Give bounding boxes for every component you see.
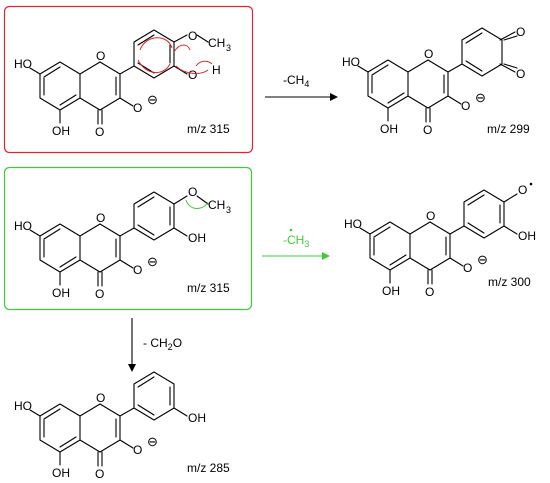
atom-label: OH bbox=[52, 286, 70, 300]
atom-label: O bbox=[96, 49, 105, 63]
red-box bbox=[3, 5, 254, 154]
green-box bbox=[3, 166, 253, 311]
atom-label: OH bbox=[188, 411, 206, 425]
mz-label: m/z 300 bbox=[488, 275, 531, 289]
product-structure-285: OH HO OH O O ⊖ O bbox=[14, 371, 206, 481]
charge-minus: ⊖ bbox=[147, 254, 158, 269]
mz-label: m/z 299 bbox=[487, 122, 530, 136]
atom-label: O bbox=[188, 29, 197, 43]
atom-label: OH bbox=[380, 122, 398, 136]
atom-label: HO bbox=[14, 219, 32, 233]
charge-minus: ⊖ bbox=[147, 92, 158, 107]
atom-label: O bbox=[461, 99, 470, 113]
radical-dot bbox=[289, 228, 293, 232]
product-structure-300: O OH HO OH O O ⊖ O bbox=[344, 182, 536, 299]
atom-label: 3 bbox=[226, 205, 231, 215]
atom-label: O bbox=[188, 68, 197, 82]
atom-label: O bbox=[133, 263, 142, 277]
atom-label: O bbox=[95, 125, 104, 139]
electron-arrow-green bbox=[185, 199, 209, 209]
atom-label: HO bbox=[14, 57, 32, 71]
reactant-structure-green: O CH 3 OH HO OH O O ⊖ O bbox=[14, 185, 231, 301]
atom-label: O bbox=[95, 287, 104, 301]
atom-label: H bbox=[212, 63, 221, 77]
atom-label: O bbox=[463, 261, 472, 275]
loss-label: - CH2O bbox=[143, 336, 182, 352]
atom-label: OH bbox=[188, 231, 206, 245]
mz-label: m/z 285 bbox=[187, 461, 230, 475]
atom-label: HO bbox=[344, 217, 362, 231]
atom-label: O bbox=[425, 285, 434, 299]
arrow-head bbox=[330, 93, 338, 101]
atom-label: OH bbox=[52, 124, 70, 138]
charge-minus: ⊖ bbox=[147, 434, 158, 449]
atom-label: OH bbox=[382, 284, 400, 298]
atom-label: OH bbox=[518, 229, 536, 243]
loss-label: -CH4 bbox=[283, 73, 309, 89]
atom-label: O bbox=[516, 25, 525, 39]
charge-minus: ⊖ bbox=[477, 252, 488, 267]
arrow-head bbox=[128, 364, 136, 372]
atom-label: O bbox=[424, 47, 433, 61]
reactant-structure-red: O CH 3 O H HO OH O O ⊖ O bbox=[14, 29, 231, 139]
mz-label: m/z 315 bbox=[187, 281, 230, 295]
atom-label: O bbox=[133, 101, 142, 115]
loss-label-green: -CH3 bbox=[283, 233, 309, 249]
atom-label: O bbox=[95, 467, 104, 481]
atom-label: CH bbox=[208, 36, 225, 50]
atom-label: O bbox=[133, 443, 142, 457]
atom-label: O bbox=[518, 183, 527, 197]
radical-dot bbox=[529, 182, 533, 186]
arrow-head bbox=[322, 252, 330, 260]
mz-label: m/z 315 bbox=[187, 122, 230, 136]
atom-label: O bbox=[423, 123, 432, 137]
atom-label: OH bbox=[52, 466, 70, 480]
product-structure-299: HO OH O O ⊖ O O O bbox=[342, 25, 525, 137]
electron-arrows bbox=[137, 37, 213, 74]
atom-label: O bbox=[516, 67, 525, 81]
atom-label: O bbox=[96, 211, 105, 225]
atom-label: O bbox=[426, 209, 435, 223]
atom-label: HO bbox=[342, 55, 360, 69]
atom-label: HO bbox=[14, 399, 32, 413]
atom-label: O bbox=[188, 185, 197, 199]
atom-label: 3 bbox=[226, 43, 231, 53]
atom-label: CH bbox=[208, 198, 225, 212]
atom-label: O bbox=[96, 391, 105, 405]
charge-minus: ⊖ bbox=[475, 90, 486, 105]
